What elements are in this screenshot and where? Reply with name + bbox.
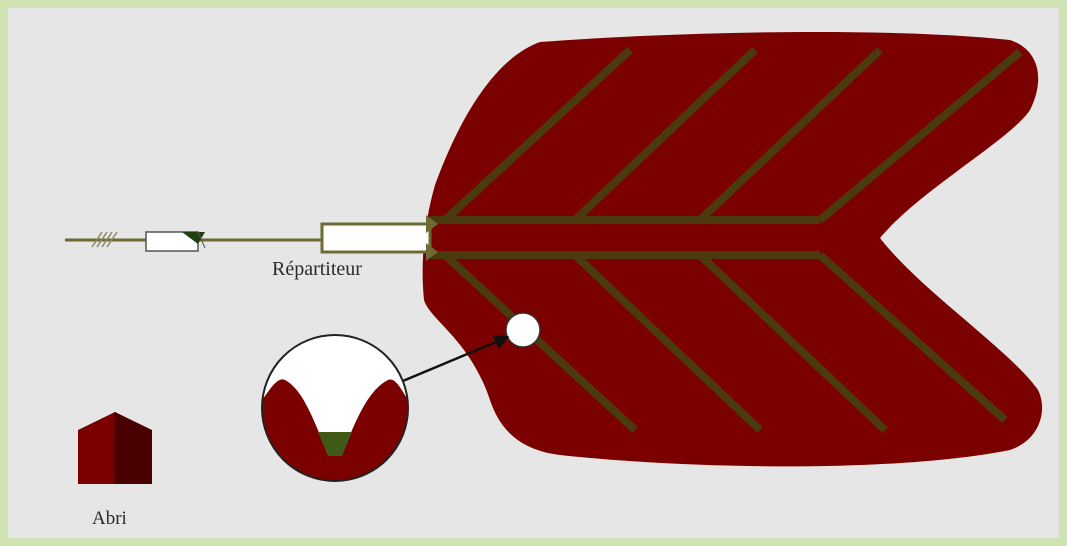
house-icon [78, 412, 152, 484]
shelter-label: Abri [92, 508, 127, 529]
field-shape [422, 31, 1043, 467]
pointer-arrow [397, 335, 510, 385]
magnifier-circle-icon [261, 334, 409, 482]
cross-section-marker [505, 312, 541, 348]
valve-icon [145, 231, 206, 252]
furrows [430, 47, 1023, 433]
distributor-label: Répartiteur [272, 258, 362, 280]
distributor [320, 215, 438, 261]
